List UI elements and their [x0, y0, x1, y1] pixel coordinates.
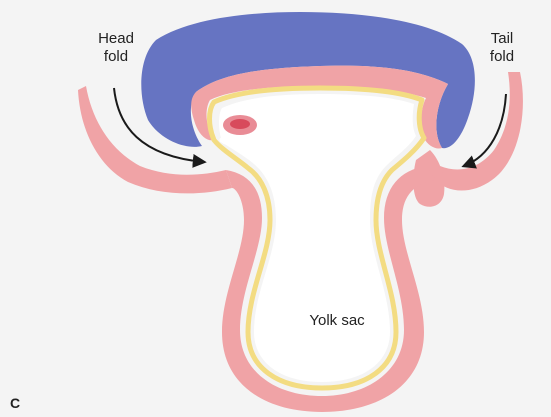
- tail-fold-label: Tail fold: [480, 30, 524, 66]
- panel-letter: C: [10, 395, 20, 411]
- heart-lumen: [230, 119, 250, 129]
- yolk-sac-label: Yolk sac: [292, 312, 382, 330]
- head-fold-label: Head fold: [88, 30, 144, 66]
